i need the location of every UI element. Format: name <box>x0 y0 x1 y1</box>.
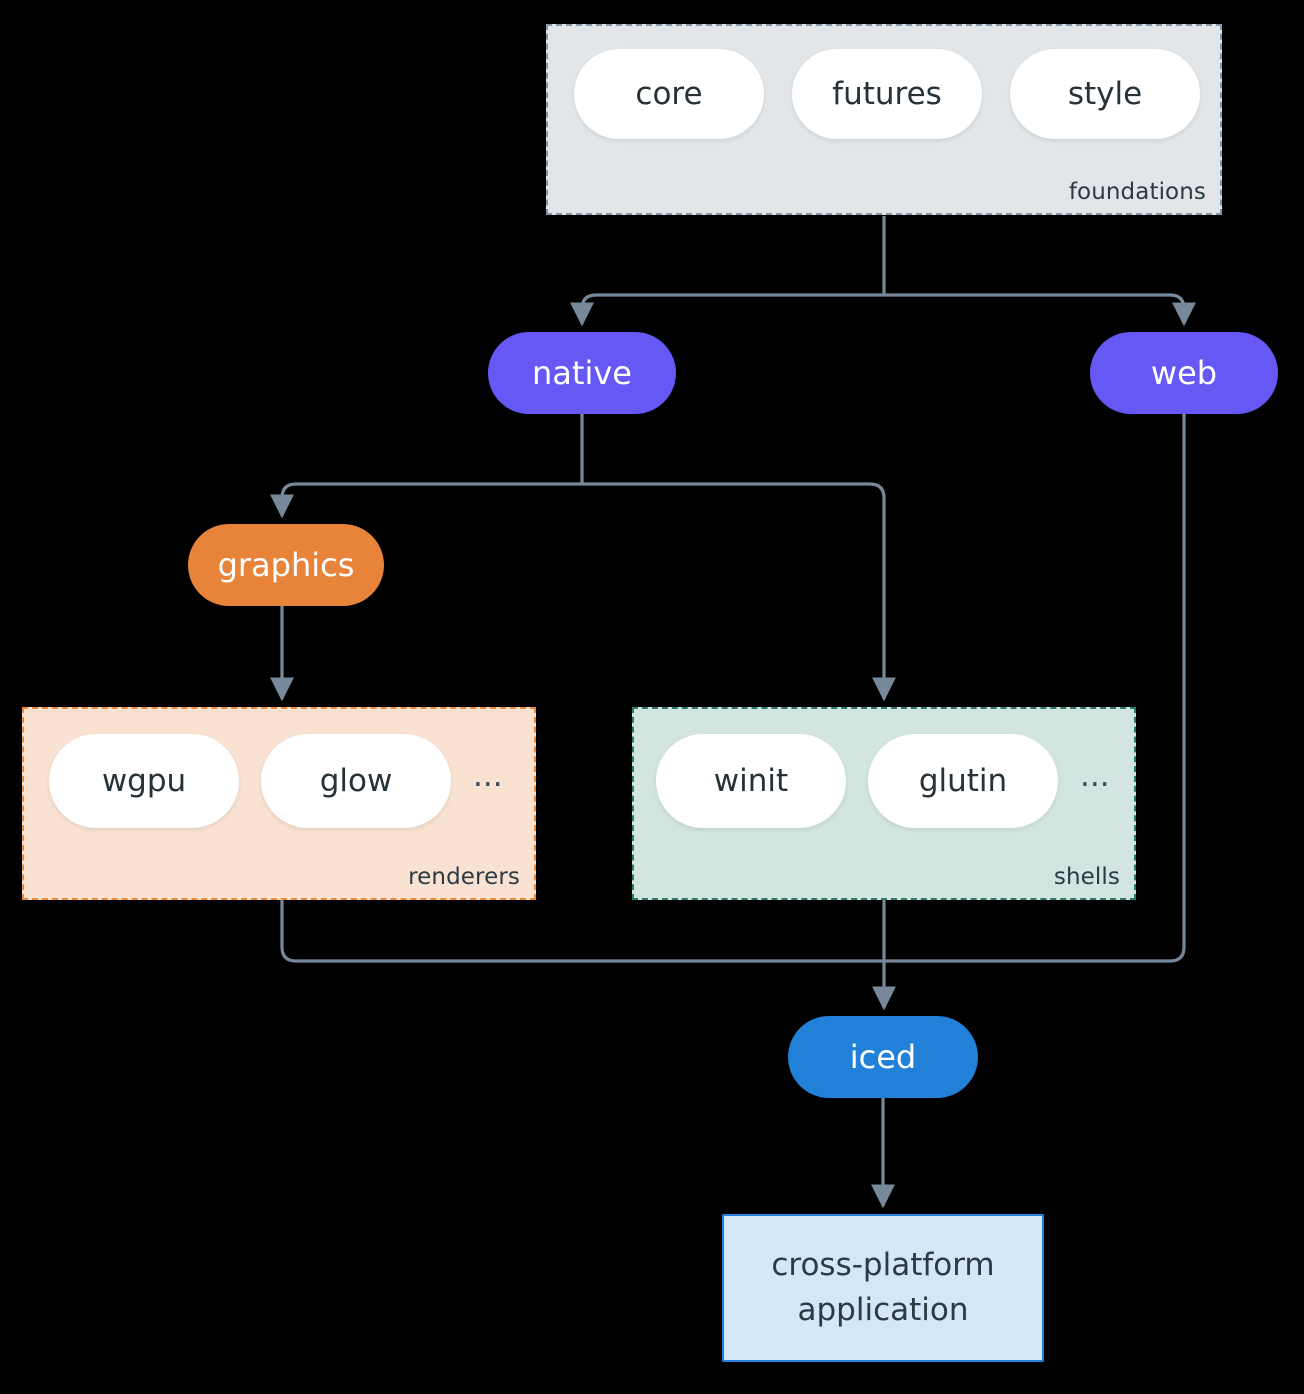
group-label-foundations: foundations <box>1068 179 1206 205</box>
group-label-shells: shells <box>1053 864 1120 890</box>
node-native-label: native <box>532 354 632 392</box>
group-label-renderers: renderers <box>408 864 520 890</box>
edge-native-graphics <box>270 482 582 519</box>
node-iced[interactable]: iced <box>788 1016 978 1098</box>
renderers-pill-row: wgpu glow ... <box>49 734 503 828</box>
edge-foundations-web <box>884 293 1196 327</box>
group-foundations: core futures style foundations <box>546 24 1222 215</box>
node-web-label: web <box>1150 354 1218 392</box>
group-renderers: wgpu glow ... renderers <box>22 707 536 900</box>
node-graphics-label: graphics <box>217 546 355 584</box>
foundations-pill-row: core futures style <box>574 49 1200 139</box>
pill-wgpu[interactable]: wgpu <box>49 734 239 828</box>
group-shells: winit glutin ... shells <box>632 707 1136 900</box>
pill-core[interactable]: core <box>574 49 764 139</box>
edge-foundations-native <box>570 293 884 327</box>
node-web[interactable]: web <box>1090 332 1278 414</box>
pill-winit[interactable]: winit <box>656 734 846 828</box>
pill-glow[interactable]: glow <box>261 734 451 828</box>
node-graphics[interactable]: graphics <box>188 524 384 606</box>
node-app-label-line2: application <box>797 1292 969 1328</box>
node-iced-label: iced <box>849 1038 917 1076</box>
node-cross-platform-application[interactable]: cross-platform application <box>722 1214 1044 1362</box>
shells-pill-row: winit glutin ... <box>656 734 1110 828</box>
shells-ellipsis: ... <box>1080 757 1110 794</box>
pill-style[interactable]: style <box>1010 49 1200 139</box>
pill-glutin[interactable]: glutin <box>868 734 1058 828</box>
pill-futures[interactable]: futures <box>792 49 982 139</box>
renderers-ellipsis: ... <box>473 757 503 794</box>
node-native[interactable]: native <box>488 332 676 414</box>
node-app-label-line1: cross-platform <box>771 1247 995 1284</box>
edge-native-shells <box>582 482 896 702</box>
edge-renderers-iced <box>280 900 884 963</box>
